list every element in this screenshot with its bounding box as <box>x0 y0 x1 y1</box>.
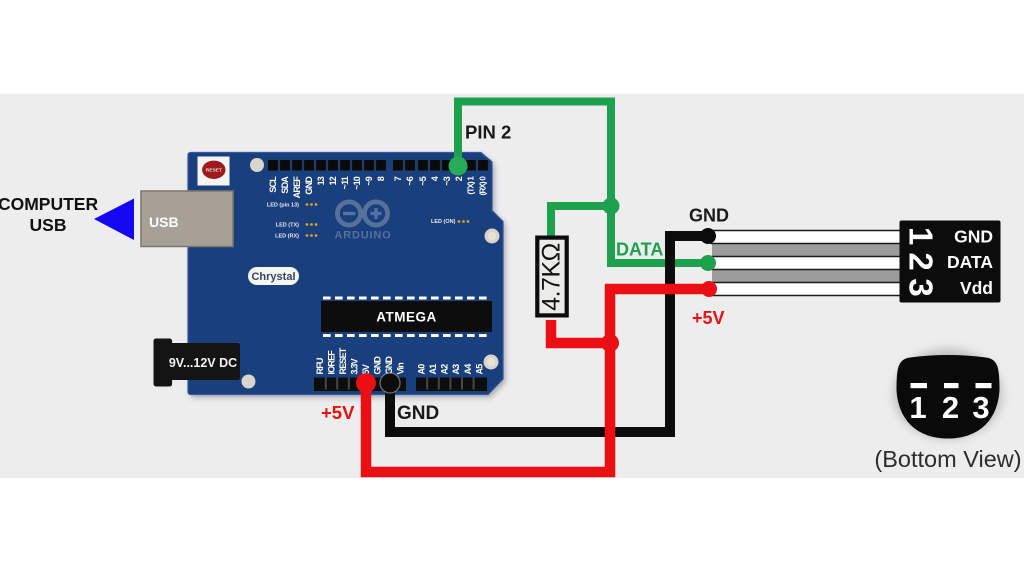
svg-text:2: 2 <box>903 252 940 270</box>
svg-text:3.3V: 3.3V <box>350 358 360 374</box>
svg-text:3: 3 <box>903 278 940 296</box>
svg-text:A1: A1 <box>428 364 438 375</box>
svg-text:Vdd: Vdd <box>960 278 993 298</box>
svg-text:A5: A5 <box>474 364 484 375</box>
svg-text:~10: ~10 <box>352 176 362 190</box>
svg-text:RESET: RESET <box>338 347 348 374</box>
svg-text:1: 1 <box>909 390 926 425</box>
svg-text:PIN 2: PIN 2 <box>465 122 511 143</box>
svg-text:ARDUINO: ARDUINO <box>335 230 392 242</box>
svg-text:SDA: SDA <box>280 176 290 194</box>
svg-text:A0: A0 <box>417 364 427 375</box>
svg-text:A4: A4 <box>463 364 473 375</box>
svg-text:(TX) 1: (TX) 1 <box>467 176 476 195</box>
svg-text:2: 2 <box>942 390 959 425</box>
svg-text:LED (TX): LED (TX) <box>276 223 299 229</box>
svg-text:5V: 5V <box>361 364 371 374</box>
svg-text:LED (pin 13): LED (pin 13) <box>267 203 299 209</box>
svg-text:4.7KΩ: 4.7KΩ <box>538 243 566 311</box>
svg-text:GND: GND <box>689 206 729 226</box>
svg-text:IOREF: IOREF <box>327 350 337 375</box>
svg-text:~9: ~9 <box>364 176 374 185</box>
svg-text:+5V: +5V <box>692 308 725 328</box>
svg-text:~11: ~11 <box>340 176 350 189</box>
svg-text:(Bottom View): (Bottom View) <box>874 446 1021 472</box>
svg-text:USB: USB <box>149 214 179 230</box>
svg-text:~3: ~3 <box>442 176 452 185</box>
svg-text:RESET: RESET <box>206 168 222 174</box>
svg-text:2: 2 <box>454 176 464 181</box>
svg-text:LED (RX): LED (RX) <box>275 234 299 240</box>
svg-text:+5V: +5V <box>321 402 355 423</box>
svg-text:1: 1 <box>903 227 940 245</box>
svg-text:Chrystal: Chrystal <box>251 271 295 283</box>
svg-text:8: 8 <box>376 176 386 181</box>
svg-text:GND: GND <box>304 176 314 195</box>
svg-text:13: 13 <box>316 176 326 185</box>
svg-text:GND: GND <box>384 356 394 375</box>
svg-text:SCL: SCL <box>268 176 278 193</box>
svg-text:AREF: AREF <box>292 176 302 199</box>
svg-text:~5: ~5 <box>418 176 428 185</box>
svg-text:Vin: Vin <box>396 363 406 375</box>
svg-text:9V...12V DC: 9V...12V DC <box>169 356 237 370</box>
svg-text:RFU: RFU <box>315 358 325 374</box>
svg-text:12: 12 <box>328 176 338 185</box>
svg-text:LED (ON): LED (ON) <box>431 219 456 225</box>
svg-text:DATA: DATA <box>616 240 663 260</box>
svg-text:GND: GND <box>373 356 383 375</box>
svg-text:DATA: DATA <box>947 252 993 272</box>
svg-text:A2: A2 <box>440 364 450 375</box>
svg-text:A3: A3 <box>451 364 461 375</box>
svg-text:GND: GND <box>397 403 439 424</box>
svg-text:3: 3 <box>972 390 989 425</box>
svg-text:ATMEGA: ATMEGA <box>376 310 437 325</box>
svg-text:GND: GND <box>954 227 993 247</box>
svg-text:7: 7 <box>393 176 403 181</box>
svg-text:(RX) 0: (RX) 0 <box>479 176 488 196</box>
svg-text:4: 4 <box>430 176 440 181</box>
svg-text:~6: ~6 <box>405 176 415 185</box>
svg-text:USB: USB <box>30 215 67 235</box>
svg-text:COMPUTER: COMPUTER <box>0 194 98 214</box>
